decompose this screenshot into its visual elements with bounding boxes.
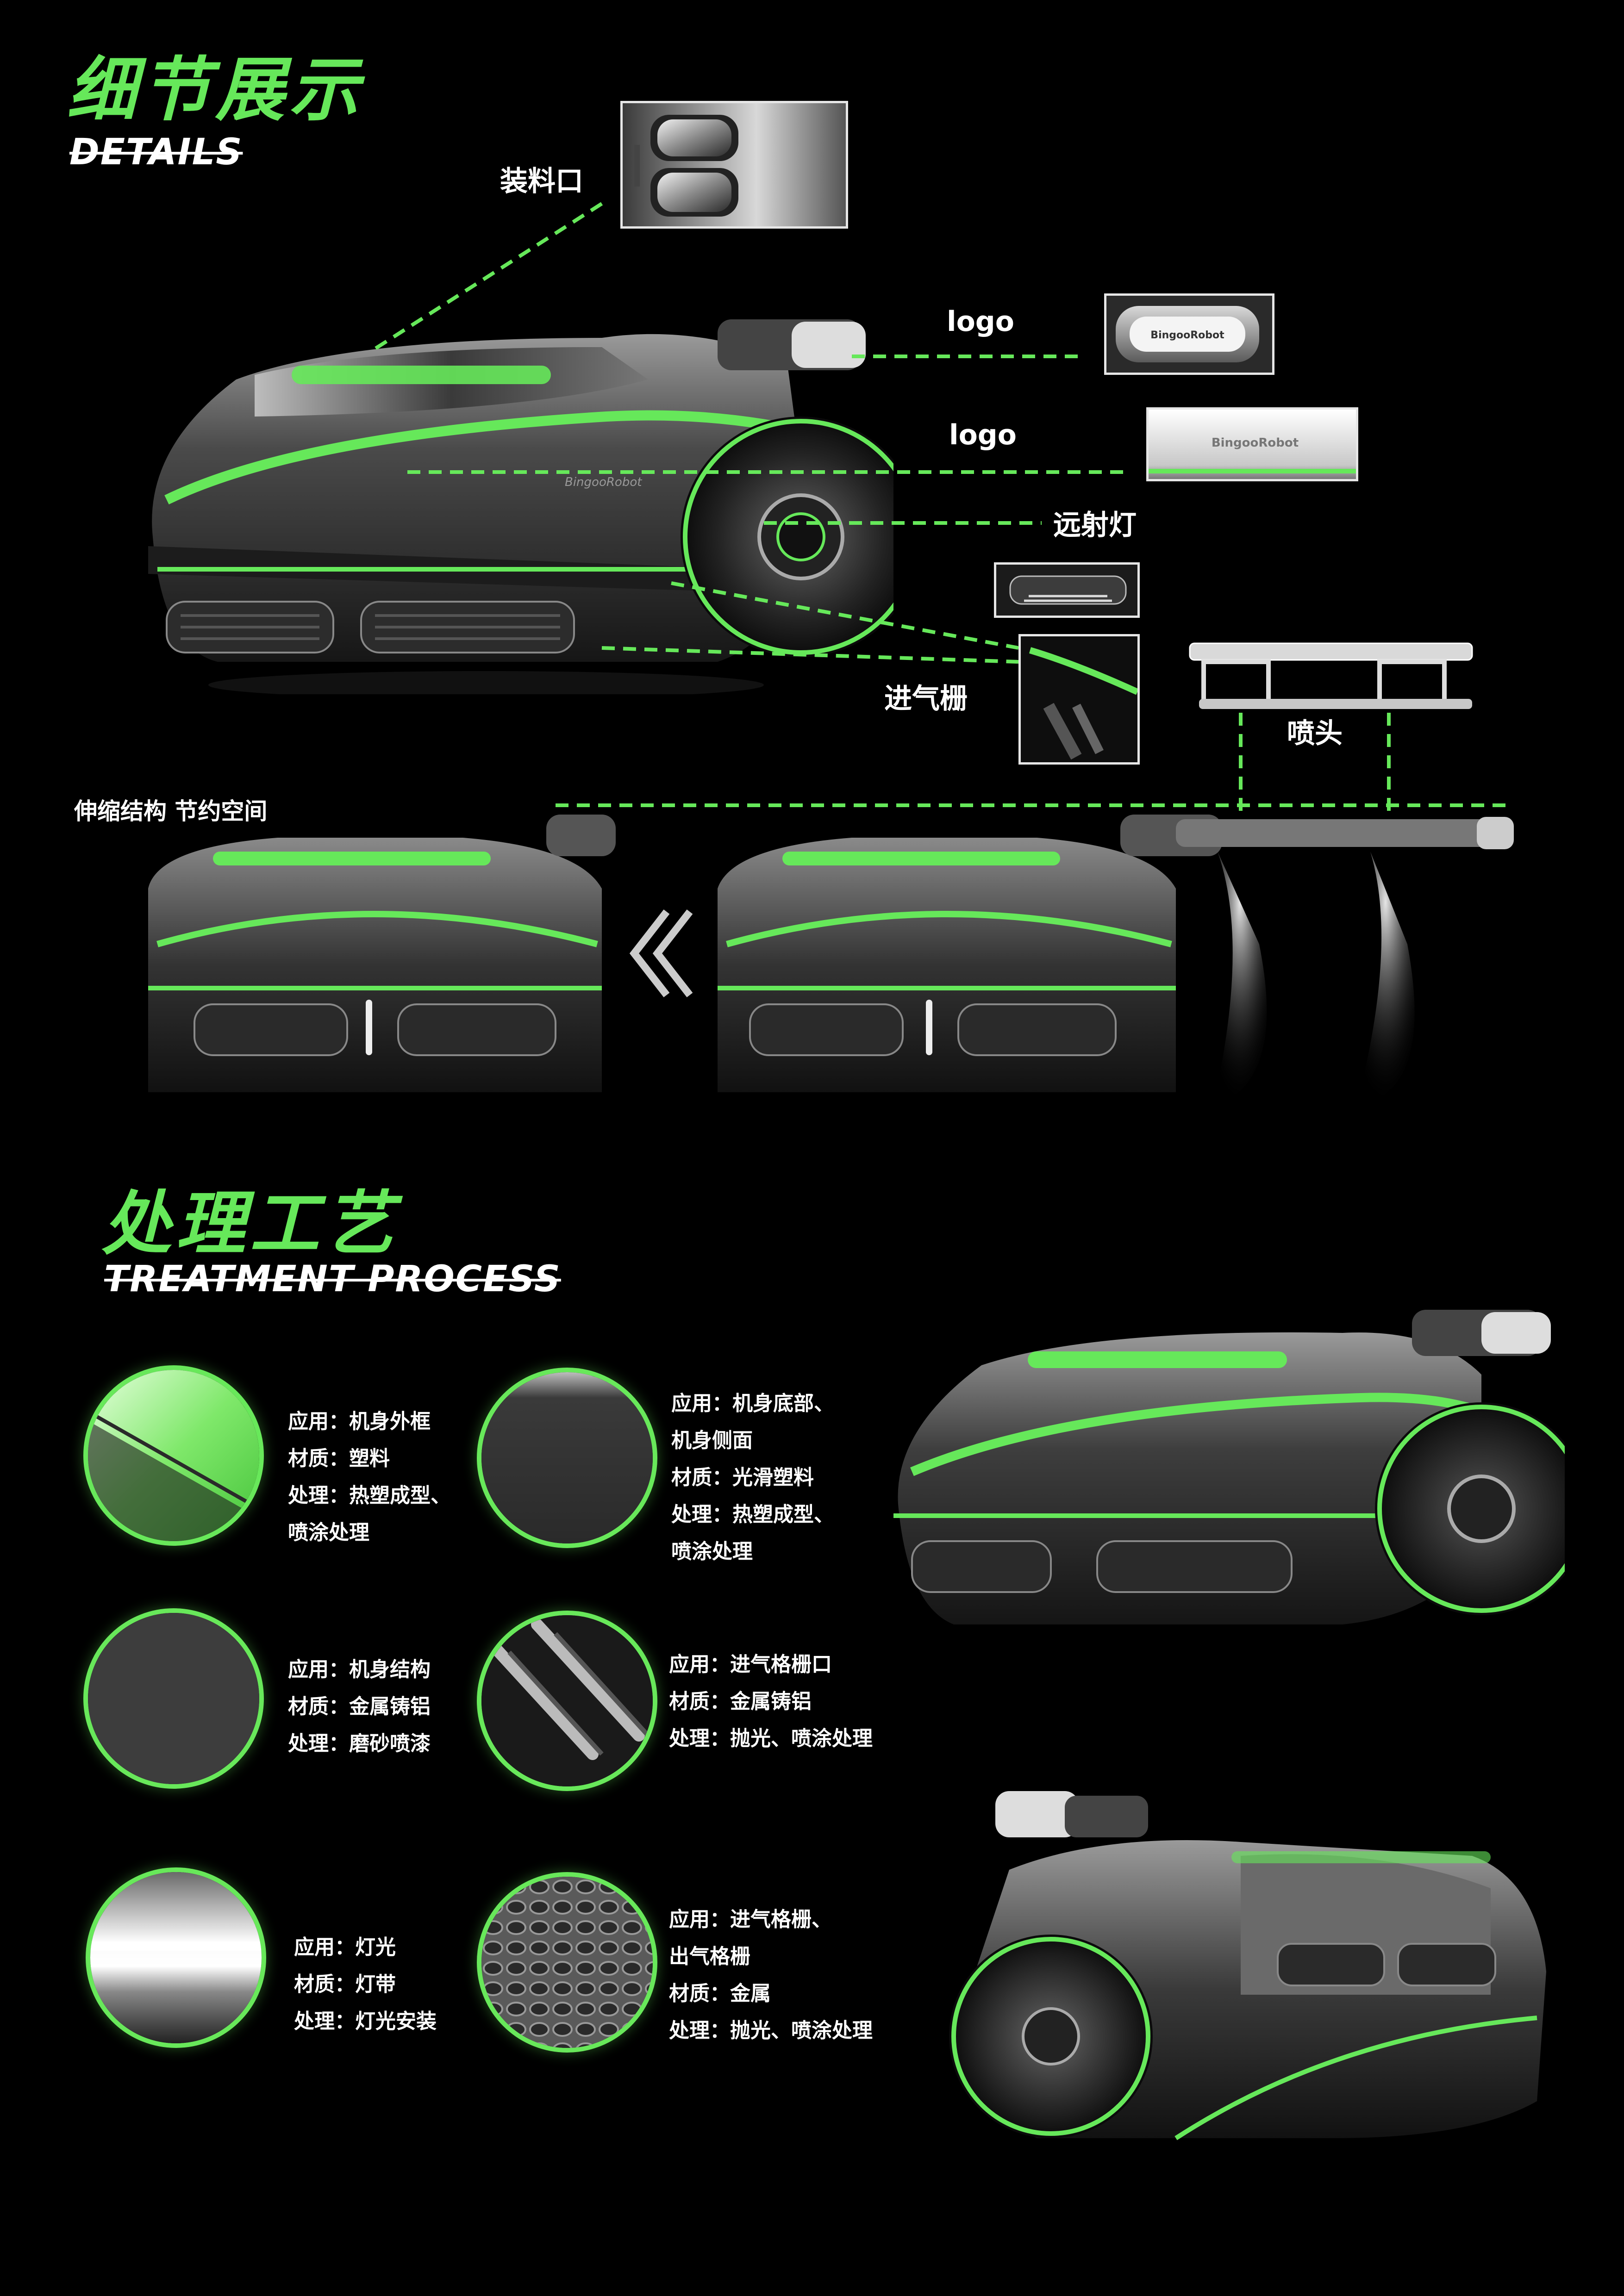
feed-port-label: 装料口 [500,165,583,198]
logo-top-label: logo [947,305,1014,338]
logo-top-thumbnail: BingooRobot [1104,293,1274,375]
material-1-line-2: 材质：塑料 [288,1447,390,1470]
robot-extended-render [713,805,1528,1139]
material-3-text: 应用：机身结构 材质：金属铸铝 处理：磨砂喷漆 [288,1651,431,1762]
material-6-line-1: 应用：进气格栅、 [669,1908,832,1931]
svg-text:BingooRobot: BingooRobot [1150,330,1224,341]
material-5-line-3: 处理：灯光安装 [294,2010,437,2033]
swatch-matte-metal [83,1608,264,1789]
material-4-text: 应用：进气格栅口 材质：金属铸铝 处理：抛光、喷涂处理 [669,1646,873,1757]
material-2-line-3: 材质：光滑塑料 [671,1466,814,1489]
material-3-line-1: 应用：机身结构 [288,1658,431,1681]
intake-grille-label: 进气栅 [884,683,968,715]
material-6-line-2: 出气格栅 [669,1945,750,1968]
material-2-text: 应用：机身底部、 机身侧面 材质：光滑塑料 处理：热塑成型、 喷涂处理 [671,1385,834,1570]
material-6-text: 应用：进气格栅、 出气格栅 材质：金属 处理：抛光、喷涂处理 [669,1901,873,2049]
material-2-line-1: 应用：机身底部、 [671,1392,834,1415]
material-2-line-5: 喷涂处理 [671,1540,753,1563]
material-6-line-3: 材质：金属 [669,1982,771,2005]
feed-port-thumbnail [620,101,848,229]
material-3-line-3: 处理：磨砂喷漆 [288,1732,431,1755]
robot-main-render: BingooRobot [116,296,893,694]
material-1-line-4: 喷涂处理 [288,1521,369,1544]
details-title: 细节展示 [67,50,364,131]
material-3-line-2: 材质：金属铸铝 [288,1695,431,1718]
svg-text:BingooRobot: BingooRobot [1212,436,1299,450]
material-1-line-1: 应用：机身外框 [288,1410,431,1433]
nozzle-label: 喷头 [1287,717,1343,750]
material-4-line-2: 材质：金属铸铝 [669,1690,812,1713]
transition-chevron-icon [620,907,704,1000]
robot-brand-text: BingooRobot [565,475,642,489]
material-5-text: 应用：灯光 材质：灯带 处理：灯光安装 [294,1929,437,2040]
swatch-light-strip [86,1867,266,2048]
material-4-line-3: 处理：抛光、喷涂处理 [669,1727,873,1750]
logo-side-thumbnail: BingooRobot [1146,407,1358,481]
grille-thumbnail-top [994,562,1140,618]
swatch-grille-vents [477,1611,657,1791]
details-subtitle: DETAILS [69,131,243,173]
callout-connectors [0,0,1624,833]
grille-thumbnail-bottom [1018,634,1140,765]
headlight-label: 远射灯 [1053,509,1137,541]
robot-rear-three-quarter-render [917,1777,1574,2184]
nozzle-bar-illustration [1185,634,1481,717]
treatment-subtitle: TREATMENT PROCESS [104,1258,561,1300]
material-2-line-4: 处理：热塑成型、 [671,1503,834,1526]
material-5-line-2: 材质：灯带 [294,1972,396,1996]
treatment-title: 处理工艺 [102,1184,399,1264]
swatch-smooth-dark-plastic [477,1368,657,1548]
swatch-hex-mesh [477,1872,657,2053]
material-6-line-4: 处理：抛光、喷涂处理 [669,2019,873,2042]
robot-front-three-quarter-render [880,1291,1565,1708]
material-2-line-2: 机身侧面 [671,1429,753,1452]
material-5-line-1: 应用：灯光 [294,1935,396,1959]
robot-retracted-render [139,805,625,1139]
logo-side-label: logo [949,419,1017,451]
swatch-green-plastic [83,1365,264,1546]
material-4-line-1: 应用：进气格栅口 [669,1653,832,1676]
material-1-text: 应用：机身外框 材质：塑料 处理：热塑成型、 喷涂处理 [288,1403,451,1551]
material-1-line-3: 处理：热塑成型、 [288,1484,451,1507]
telescoping-caption: 伸缩结构 节约空间 [74,798,268,825]
